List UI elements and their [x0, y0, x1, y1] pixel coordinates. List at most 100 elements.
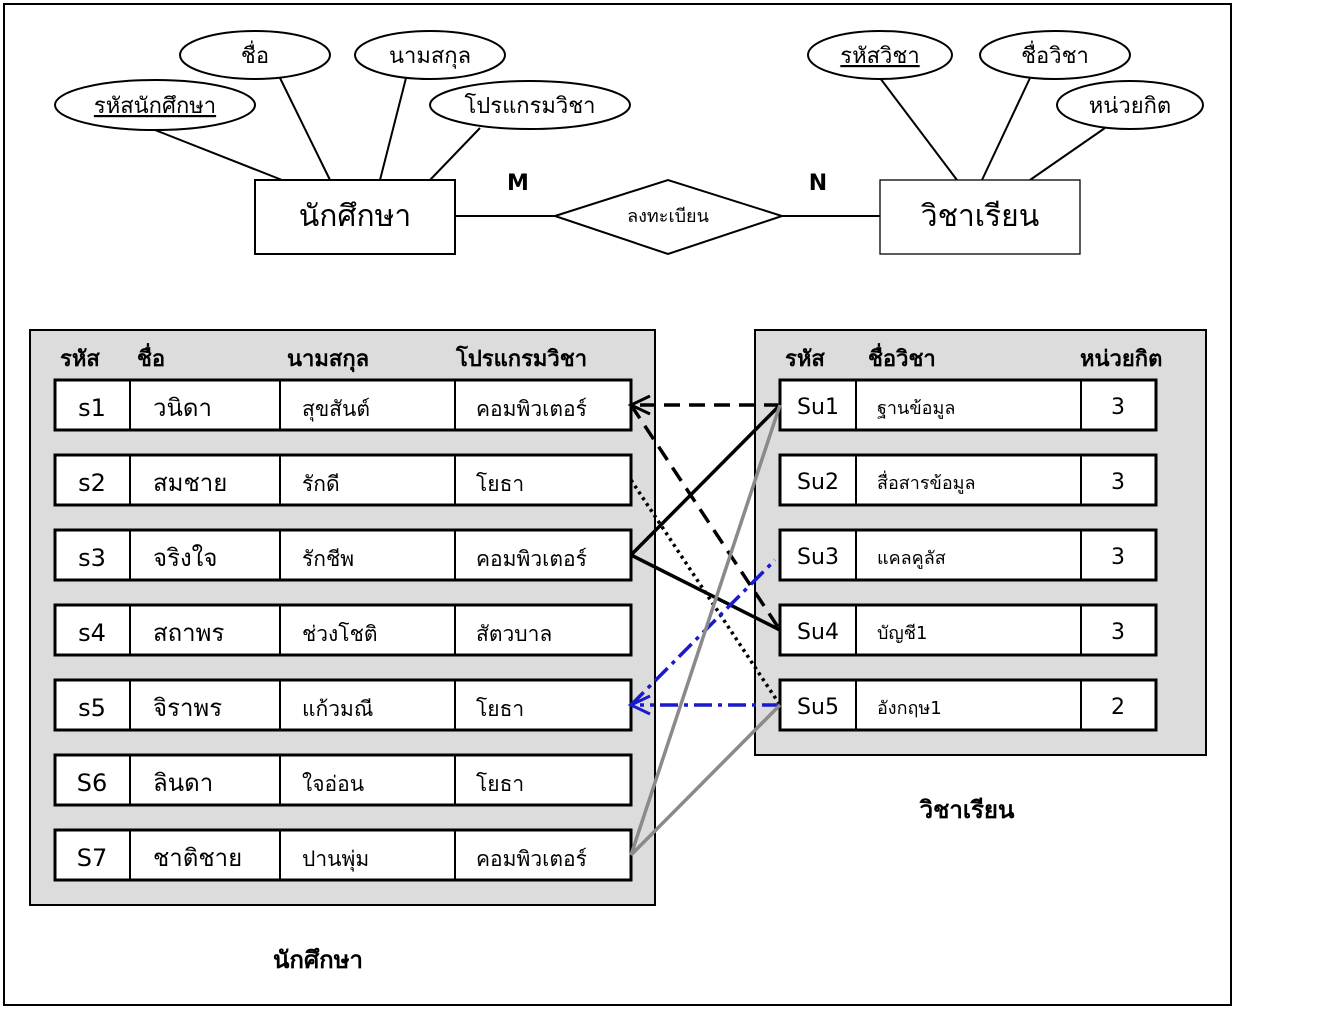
student-cell-surname: สุขสันต์ — [302, 397, 370, 422]
student-cell-program: โยธา — [476, 772, 524, 796]
subject-cell-id: Su3 — [797, 545, 839, 570]
cardinality-n: N — [809, 171, 827, 196]
attr-subject-id-label: รหัสวิชา — [840, 44, 919, 69]
attr-student-id-label: รหัสนักศึกษา — [94, 94, 216, 119]
student-row-box — [53, 453, 633, 507]
subject-cell-id: Su2 — [797, 470, 839, 495]
attr-student-surname-label: นามสกุล — [389, 44, 471, 69]
subject-cell-name: แคลคูลัส — [877, 548, 946, 569]
student-cell-id: S7 — [77, 844, 108, 872]
link-s1-su4 — [629, 404, 782, 631]
attr-student-program: โปรแกรมวิชา — [429, 80, 631, 130]
student-header-name: ชื่อ — [137, 342, 165, 372]
student-cell-surname: รักดี — [302, 472, 340, 496]
student-cell-name: สถาพร — [153, 619, 224, 647]
student-cell-program: คอมพิวเตอร์ — [476, 397, 587, 421]
student-cell-program: โยธา — [476, 697, 524, 721]
subject-cell-name: สื่อสารข้อมูล — [877, 470, 976, 494]
student-header-surname: นามสกุล — [287, 347, 369, 373]
subject-cell-name: อังกฤษ1 — [877, 698, 942, 719]
student-cell-name: ลินดา — [153, 769, 213, 797]
student-row-box — [53, 378, 633, 432]
student-cell-name: ชาติชาย — [153, 844, 242, 872]
subject-row: Su4 บัญชี1 3 — [778, 603, 1158, 657]
subject-cell-credit: 3 — [1111, 470, 1125, 495]
relationship-label: ลงทะเบียน — [627, 206, 709, 227]
subject-cell-credit: 3 — [1111, 620, 1125, 645]
student-cell-surname: ช่วงโชติ — [302, 622, 377, 646]
entity-subject-label: วิชาเรียน — [921, 199, 1040, 234]
registration-links — [627, 394, 782, 857]
attr-student-surname: นามสกุล — [354, 30, 506, 80]
subject-cell-id: Su4 — [797, 620, 839, 645]
student-header-id: รหัส — [60, 347, 100, 372]
student-row-box — [53, 678, 633, 732]
student-cell-id: s4 — [78, 619, 106, 647]
student-cell-name: วนิดา — [153, 394, 212, 422]
entity-student-label: นักศึกษา — [299, 199, 412, 234]
subject-headers: รหัส ชื่อวิชา หน่วยกิต — [785, 342, 1162, 372]
attr-subject-name-label: ชื่อวิชา — [1021, 40, 1089, 69]
subject-header-id: รหัส — [785, 347, 825, 372]
attr-student-id: รหัสนักศึกษา — [54, 79, 256, 131]
subject-cell-name: บัญชี1 — [877, 623, 927, 644]
subject-cell-credit: 3 — [1111, 545, 1125, 570]
student-row-box — [53, 603, 633, 657]
subject-cell-credit: 2 — [1111, 695, 1125, 720]
outer-frame — [3, 3, 1232, 1006]
student-cell-id: s2 — [78, 469, 106, 497]
cardinality-m: M — [507, 171, 529, 196]
student-cell-program: คอมพิวเตอร์ — [476, 847, 587, 871]
relationship-register: ลงทะเบียน — [551, 178, 786, 256]
attr-subject-credit-label: หน่วยกิต — [1089, 94, 1171, 119]
student-cell-program: สัตวบาล — [476, 622, 552, 646]
subject-row: Su1 ฐานข้อมูล 3 — [778, 378, 1158, 432]
entity-subject: วิชาเรียน — [879, 179, 1081, 255]
link-s7-su5 — [629, 703, 782, 857]
student-cell-id: s5 — [78, 694, 106, 722]
student-cell-name: จริงใจ — [153, 544, 217, 572]
subject-row-box — [778, 678, 1158, 732]
attr-subject-name: ชื่อวิชา — [979, 30, 1131, 80]
student-row: s2 สมชาย รักดี โยธา — [53, 453, 633, 507]
subject-row-box — [778, 528, 1158, 582]
student-headers: รหัส ชื่อ นามสกุล โปรแกรมวิชา — [60, 342, 587, 373]
subject-cell-name: ฐานข้อมูล — [877, 398, 955, 419]
student-cell-surname: แก้วมณี — [302, 697, 373, 721]
student-row: s3 จริงใจ รักชีพ คอมพิวเตอร์ — [53, 528, 633, 582]
subject-row: Su3 แคลคูลัส 3 — [778, 528, 1158, 582]
attr-student-name-label: ชื่อ — [241, 40, 269, 69]
entity-student: นักศึกษา — [254, 179, 456, 255]
student-cell-surname: ปานพุ่ม — [302, 847, 369, 872]
student-cell-name: สมชาย — [153, 469, 227, 497]
student-cell-id: S6 — [77, 769, 108, 797]
attr-subject-credit: หน่วยกิต — [1056, 80, 1204, 130]
student-row: s4 สถาพร ช่วงโชติ สัตวบาล — [53, 603, 633, 657]
student-cell-program: โยธา — [476, 472, 524, 496]
student-row: S7 ชาติชาย ปานพุ่ม คอมพิวเตอร์ — [53, 828, 633, 882]
attr-student-name: ชื่อ — [179, 30, 331, 80]
subject-cell-credit: 3 — [1111, 395, 1125, 420]
student-cell-id: s1 — [78, 394, 106, 422]
student-caption: นักศึกษา — [273, 946, 363, 974]
student-row-box — [53, 753, 633, 807]
student-cell-program: คอมพิวเตอร์ — [476, 547, 587, 571]
subject-header-credit: หน่วยกิต — [1080, 347, 1162, 372]
er-attribute-lines — [154, 77, 1106, 217]
attr-student-program-label: โปรแกรมวิชา — [464, 93, 595, 119]
subject-cell-id: Su1 — [797, 395, 839, 420]
attr-subject-id: รหัสวิชา — [807, 30, 953, 80]
student-row: s5 จิราพร แก้วมณี โยธา — [53, 678, 633, 732]
link-s3-su1 — [629, 403, 782, 557]
student-cell-id: s3 — [78, 544, 106, 572]
link-s3-su4 — [630, 553, 781, 632]
student-cell-surname: รักชีพ — [302, 547, 354, 571]
subject-caption: วิชาเรียน — [919, 796, 1015, 824]
subject-row-box — [778, 453, 1158, 507]
student-cell-name: จิราพร — [153, 694, 222, 722]
student-header-program: โปรแกรมวิชา — [455, 345, 587, 372]
